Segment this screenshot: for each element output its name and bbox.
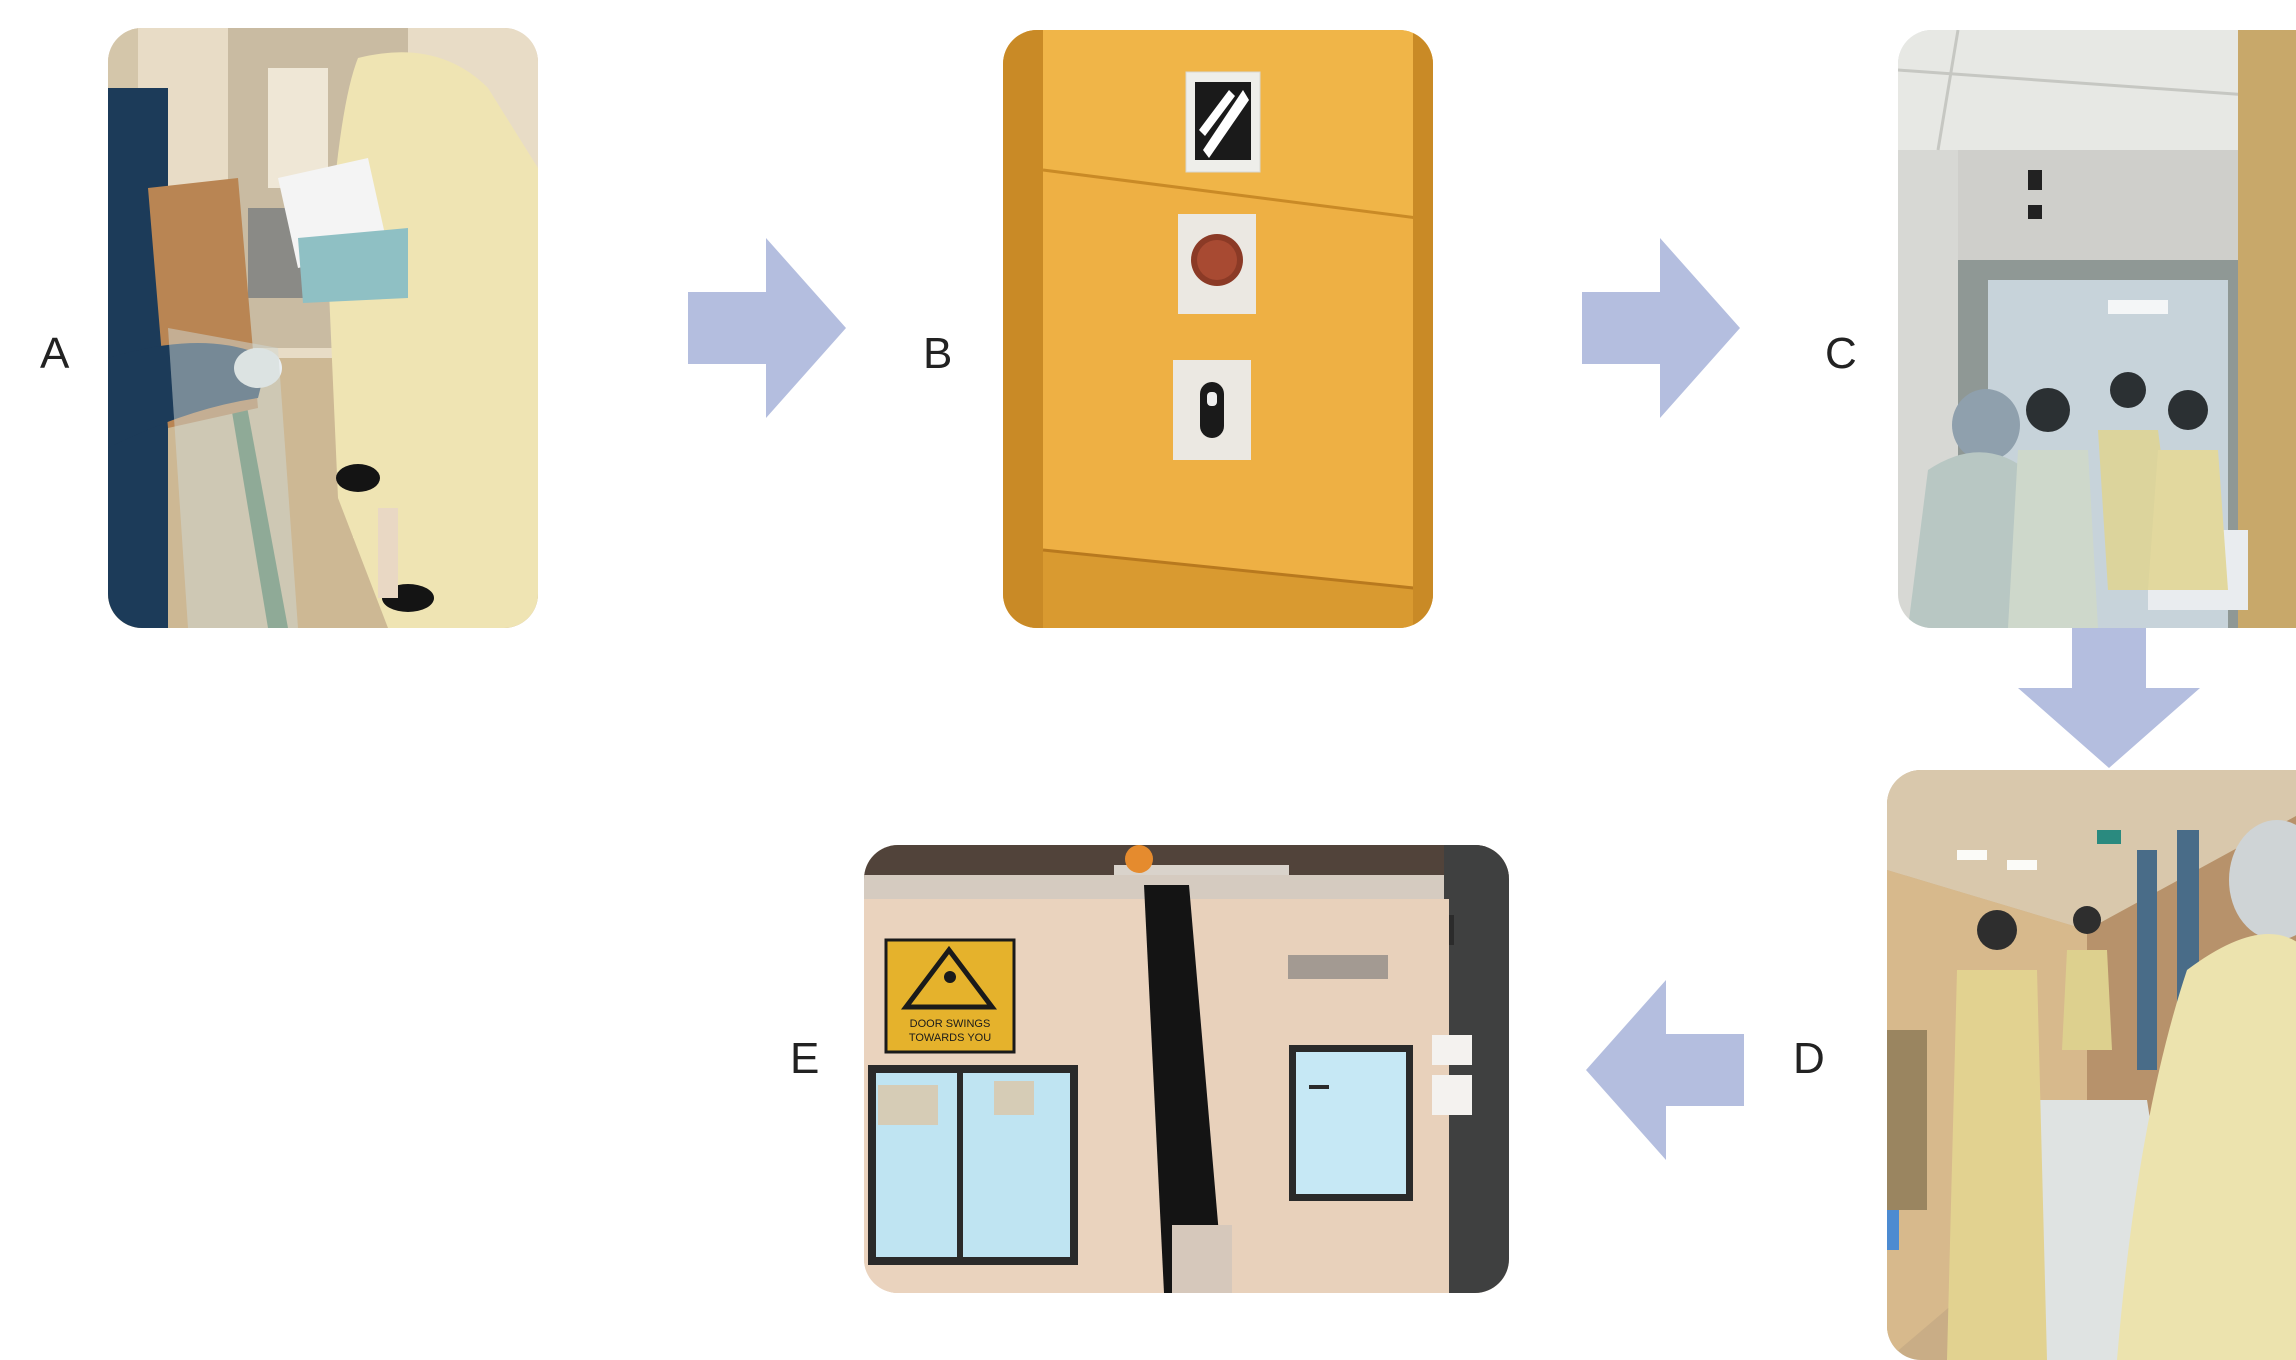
step-label-a: A (40, 329, 70, 378)
step-label-e: E (790, 1034, 820, 1083)
arrow-b-to-c (1582, 238, 1740, 418)
photo-d-corridor-transport (1887, 770, 2296, 1360)
photo-b-wall-buttons (1003, 30, 1433, 628)
sign-text-line2: TOWARDS YOU (909, 1032, 991, 1044)
sign-text-line1: DOOR SWINGS (910, 1018, 991, 1030)
step-label-b: B (923, 329, 953, 378)
arrow-d-to-e (1586, 980, 1744, 1160)
photo-c-lift-entry (1898, 30, 2296, 628)
step-label-d: D (1793, 1034, 1825, 1083)
step-label-c: C (1825, 329, 1857, 378)
arrow-c-to-d (2018, 610, 2200, 768)
arrow-a-to-b (688, 238, 846, 418)
photo-e-ward-doors: DOOR SWINGS TOWARDS YOU (864, 845, 1509, 1293)
photo-a-donning-ppe (108, 28, 538, 628)
